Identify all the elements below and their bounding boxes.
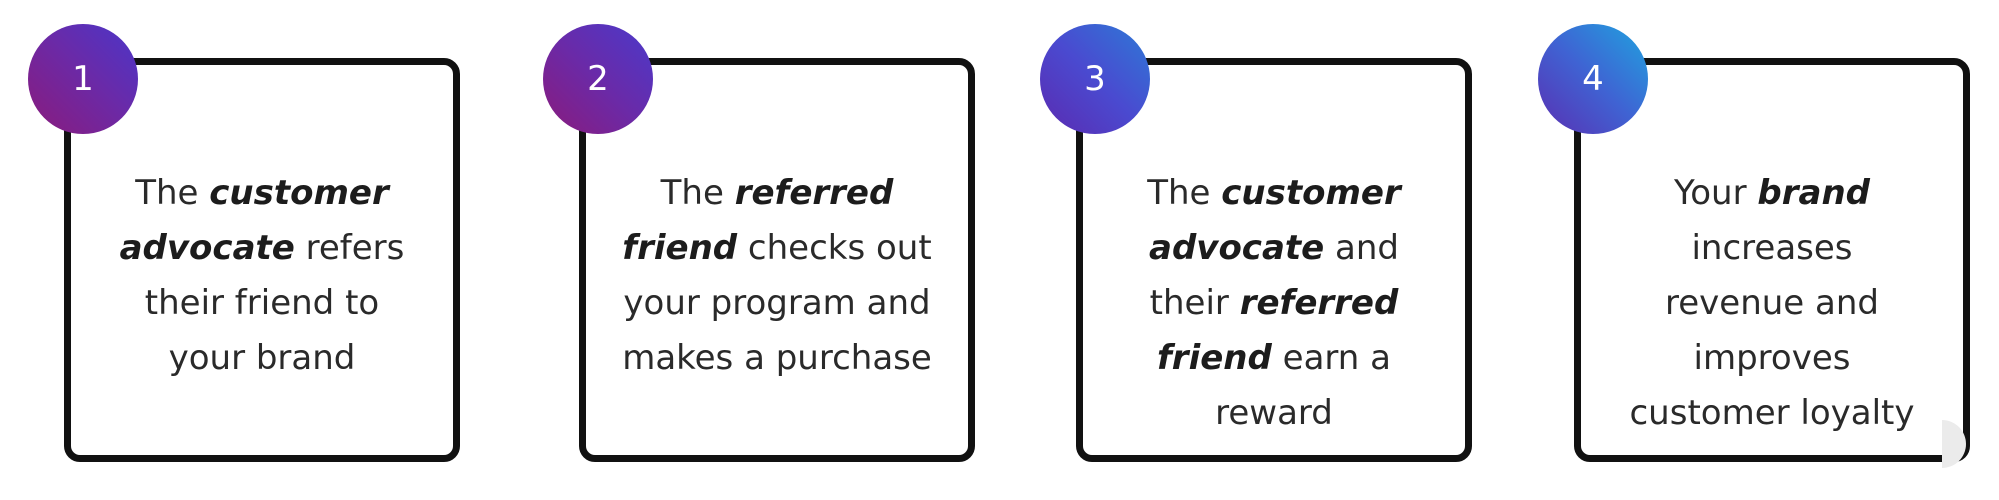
step-2-emphasis: referred friend <box>622 173 894 268</box>
step-3-text-part: and their <box>1149 228 1399 323</box>
step-3-emphasis: customer advocate <box>1149 173 1401 268</box>
step-2-text-part: checks out your program and makes a purc… <box>622 228 932 378</box>
step-2-description: The referred friend checks out your prog… <box>622 166 932 386</box>
step-2-text-part: The <box>660 173 735 213</box>
step-4-text-part: Your <box>1674 173 1758 213</box>
step-2-card: The referred friend checks out your prog… <box>579 58 975 462</box>
step-4-number-badge: 4 <box>1538 24 1648 134</box>
step-3-number: 3 <box>1084 59 1106 99</box>
step-2-number-badge: 2 <box>543 24 653 134</box>
step-1-text-part: refers their friend to your brand <box>144 228 405 378</box>
step-1-description: The customer advocate refers their frien… <box>107 166 417 386</box>
step-1-card: The customer advocate refers their frien… <box>64 58 460 462</box>
step-3: The customer advocate and their referred… <box>1040 0 1472 500</box>
step-3-text-part: The <box>1147 173 1222 213</box>
step-1-text-part: The <box>135 173 210 213</box>
step-3-number-badge: 3 <box>1040 24 1150 134</box>
step-1-number: 1 <box>72 59 94 99</box>
step-4-number: 4 <box>1582 59 1604 99</box>
step-4-card: Your brand increases revenue and improve… <box>1574 58 1970 462</box>
step-3-description: The customer advocate and their referred… <box>1119 166 1429 441</box>
step-1: The customer advocate refers their frien… <box>28 0 460 500</box>
step-2-number: 2 <box>587 59 609 99</box>
step-1-number-badge: 1 <box>28 24 138 134</box>
step-4-description: Your brand increases revenue and improve… <box>1617 166 1927 441</box>
step-4-text-part: increases revenue and improves customer … <box>1629 228 1915 433</box>
step-3-text-part: earn a reward <box>1215 338 1391 433</box>
step-1-emphasis: customer advocate <box>119 173 389 268</box>
step-4: Your brand increases revenue and improve… <box>1538 0 1970 500</box>
step-3-card: The customer advocate and their referred… <box>1076 58 1472 462</box>
step-3-emphasis: referred friend <box>1157 283 1399 378</box>
step-2: The referred friend checks out your prog… <box>543 0 975 500</box>
step-4-emphasis: brand <box>1757 173 1870 213</box>
